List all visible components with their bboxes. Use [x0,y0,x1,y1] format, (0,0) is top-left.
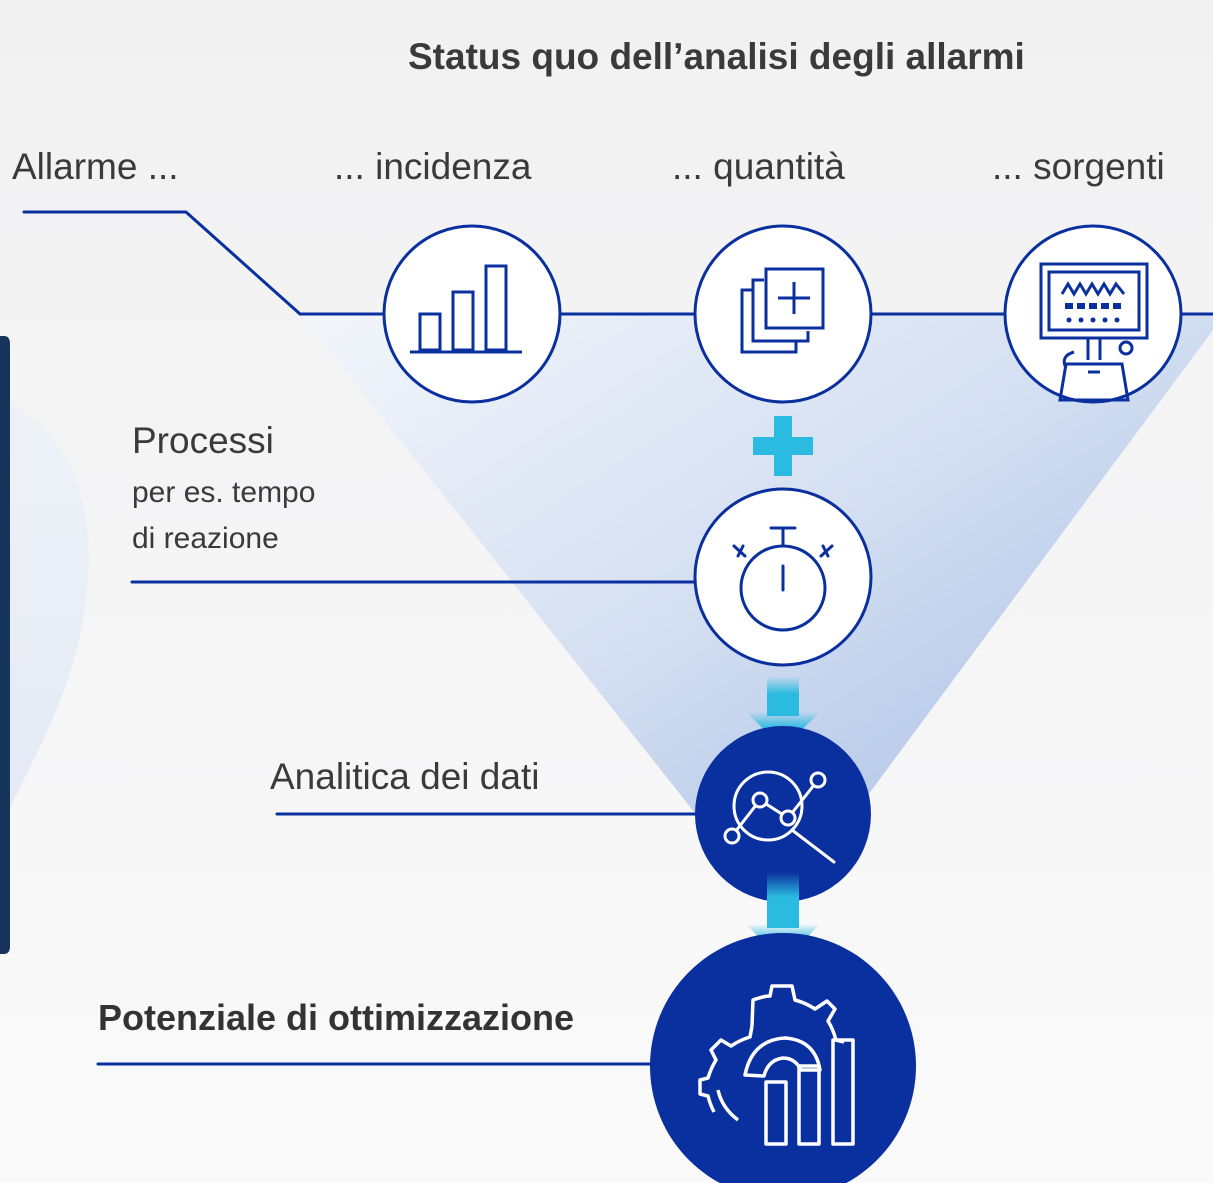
processes-sublabel-line2: di reazione [132,522,279,555]
analytics-node [695,726,871,902]
column-label-sources: ... sorgenti [992,146,1165,187]
incidence-node [382,224,562,404]
potential-node [650,933,916,1183]
stacked-plus-icon [740,267,825,354]
column-label-alarm: Allarme ... [12,146,179,187]
processes-sublabel-line1: per es. tempo [132,476,316,509]
potential-label: Potenziale di ottimizzazione [98,997,575,1038]
background-blob [0,400,89,830]
data-analytics-icon [730,770,836,864]
processes-label: Processi [132,420,274,461]
side-panel-edge [0,336,10,954]
column-label-quantity: ... quantità [672,146,845,187]
bar-chart-icon [410,264,522,354]
quantity-node [693,224,873,404]
gear-bar-chart-icon [698,984,855,1146]
sources-node [1003,224,1183,404]
column-label-incidence: ... incidenza [334,146,532,187]
diagram-title: Status quo dell’analisi degli allarmi [408,36,1025,77]
stopwatch-icon [732,526,834,632]
patient-monitor-icon [1039,262,1149,402]
processes-node [693,487,873,667]
plus-icon [753,416,813,476]
analytics-label: Analitica dei dati [270,756,540,797]
